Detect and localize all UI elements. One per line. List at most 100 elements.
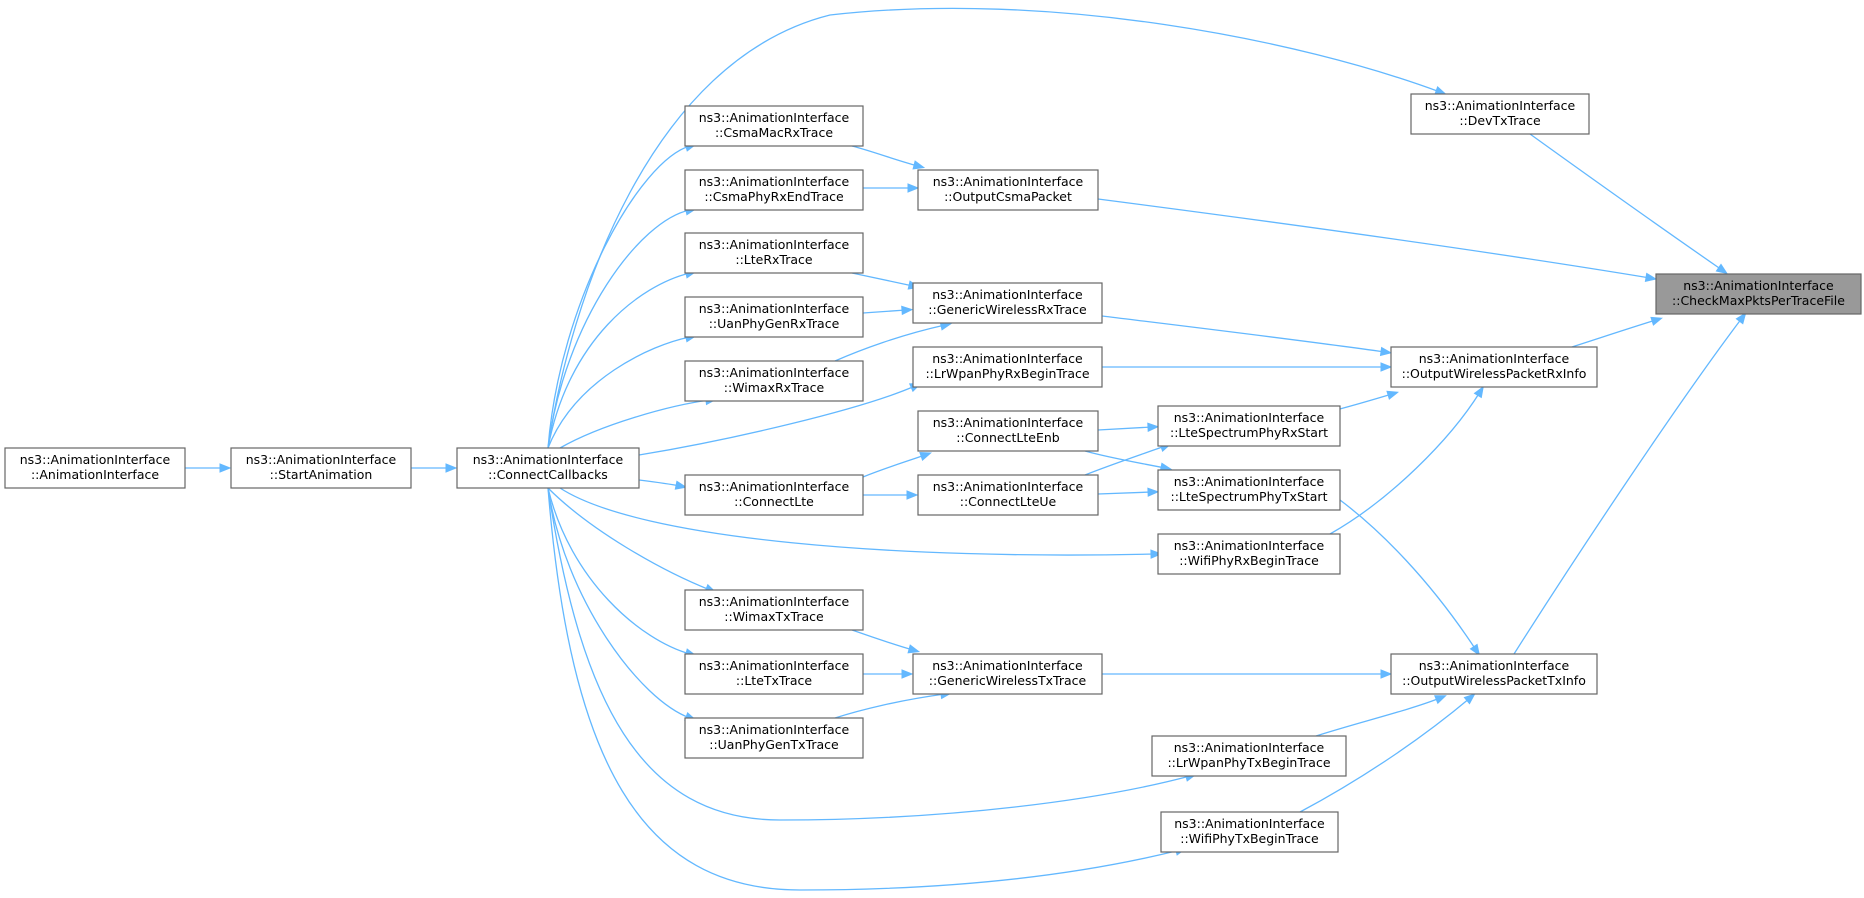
edge-line: [1571, 319, 1657, 348]
node-lrwtx[interactable]: ns3::AnimationInterface::LrWpanPhyTxBegi…: [1151, 735, 1347, 777]
arrowhead: [901, 669, 914, 679]
arrowhead: [1380, 362, 1393, 372]
edge-line: [1101, 315, 1386, 353]
node-method-label: ::WifiPhyTxBeginTrace: [1180, 831, 1319, 846]
edge-connectenb-to-ltespecrx: [1097, 422, 1160, 432]
node-wifitx[interactable]: ns3::AnimationInterface::WifiPhyTxBeginT…: [1160, 811, 1339, 853]
node-box: [4, 447, 186, 489]
node-outcsma[interactable]: ns3::AnimationInterface::OutputCsmaPacke…: [917, 169, 1099, 211]
arrowhead: [1147, 422, 1160, 432]
node-namespace-label: ns3::AnimationInterface: [933, 479, 1084, 494]
node-outrx[interactable]: ns3::AnimationInterface::OutputWirelessP…: [1390, 346, 1598, 388]
edge-ltespecrx-to-outrx: [1335, 390, 1399, 411]
arrowhead: [1715, 263, 1728, 275]
node-connectue[interactable]: ns3::AnimationInterface::ConnectLteUe: [917, 474, 1099, 516]
node-method-label: ::CsmaPhyRxEndTrace: [704, 189, 844, 204]
node-box: [1151, 735, 1347, 777]
edge-line: [547, 209, 691, 449]
node-box: [684, 296, 864, 338]
node-method-label: ::CsmaMacRxTrace: [715, 125, 833, 140]
arrowhead: [906, 490, 919, 500]
arrowhead: [445, 463, 458, 473]
edge-connectcb-to-connectlte: [638, 479, 688, 490]
node-method-label: ::CheckMaxPktsPerTraceFile: [1672, 293, 1845, 308]
edge-line: [547, 7, 1441, 449]
node-devtx[interactable]: ns3::AnimationInterface::DevTxTrace: [1410, 93, 1590, 135]
edge-line: [547, 487, 1191, 821]
node-ltetx[interactable]: ns3::AnimationInterface::LteTxTrace: [684, 653, 864, 695]
node-ltespecrx[interactable]: ns3::AnimationInterface::LteSpectrumPhyR…: [1157, 405, 1341, 447]
node-connectenb[interactable]: ns3::AnimationInterface::ConnectLteEnb: [917, 410, 1099, 452]
node-method-label: ::ConnectCallbacks: [488, 467, 608, 482]
node-start[interactable]: ns3::AnimationInterface::StartAnimation: [230, 447, 412, 489]
edge-connectcb-to-uantx: [547, 487, 697, 721]
node-box: [684, 589, 864, 631]
edge-line: [1513, 317, 1743, 655]
node-namespace-label: ns3::AnimationInterface: [1419, 658, 1570, 673]
edge-connectcb-to-wifirx: [559, 487, 1163, 559]
edge-connectcb-to-csmamac: [547, 142, 698, 449]
node-wifirx[interactable]: ns3::AnimationInterface::WifiPhyRxBeginT…: [1157, 533, 1341, 575]
node-method-label: ::ConnectLteEnb: [956, 430, 1059, 445]
node-namespace-label: ns3::AnimationInterface: [699, 237, 850, 252]
arrowhead: [1379, 346, 1393, 357]
node-namespace-label: ns3::AnimationInterface: [932, 658, 1083, 673]
edge-line: [547, 487, 691, 655]
node-connectcb[interactable]: ns3::AnimationInterface::ConnectCallback…: [456, 447, 640, 489]
node-method-label: ::ConnectLte: [734, 494, 814, 509]
node-namespace-label: ns3::AnimationInterface: [1174, 816, 1325, 831]
node-box: [684, 105, 864, 147]
edge-line: [851, 629, 914, 651]
node-outtx[interactable]: ns3::AnimationInterface::OutputWirelessP…: [1390, 653, 1598, 695]
node-lrwrx[interactable]: ns3::AnimationInterface::LrWpanPhyRxBegi…: [912, 346, 1103, 388]
arrowhead: [1644, 272, 1658, 282]
node-box: [1410, 93, 1590, 135]
node-method-label: ::GenericWirelessRxTrace: [928, 302, 1087, 317]
edge-start-to-connectcb: [411, 463, 458, 473]
node-ltespectx[interactable]: ns3::AnimationInterface::LteSpectrumPhyT…: [1157, 469, 1341, 511]
node-namespace-label: ns3::AnimationInterface: [1174, 410, 1325, 425]
node-ctor[interactable]: ns3::AnimationInterface::AnimationInterf…: [4, 447, 186, 489]
node-namespace-label: ns3::AnimationInterface: [932, 287, 1083, 302]
node-namespace-label: ns3::AnimationInterface: [932, 351, 1083, 366]
node-csmaphy[interactable]: ns3::AnimationInterface::CsmaPhyRxEndTra…: [684, 169, 864, 211]
node-method-label: ::ConnectLteUe: [960, 494, 1057, 509]
node-genrx[interactable]: ns3::AnimationInterface::GenericWireless…: [912, 282, 1103, 324]
node-wimaxtx[interactable]: ns3::AnimationInterface::WimaxTxTrace: [684, 589, 864, 631]
node-ltrx[interactable]: ns3::AnimationInterface::LteRxTrace: [684, 232, 864, 274]
edge-line: [547, 272, 691, 449]
edge-ctor-to-start: [185, 463, 232, 473]
edge-connectenb-to-ltespectx: [1084, 450, 1173, 472]
node-box: [1390, 346, 1598, 388]
node-box: [1157, 533, 1341, 575]
node-uantx[interactable]: ns3::AnimationInterface::UanPhyGenTxTrac…: [684, 717, 864, 759]
node-csmamac[interactable]: ns3::AnimationInterface::CsmaMacRxTrace: [684, 105, 864, 147]
edge-connectlte-to-connectenb: [862, 451, 932, 478]
node-method-label: ::LteRxTrace: [735, 252, 813, 267]
edge-line: [559, 399, 711, 449]
edge-uanrx-to-genrx: [862, 305, 914, 316]
edge-line: [1315, 697, 1441, 737]
edge-line: [547, 487, 1181, 891]
node-box: [917, 474, 1099, 516]
edge-line: [1084, 445, 1166, 476]
node-method-label: ::LteTxTrace: [736, 673, 812, 688]
node-connectlte[interactable]: ns3::AnimationInterface::ConnectLte: [684, 474, 864, 516]
node-box: [230, 447, 412, 489]
edge-lrwtx-to-outtx: [1315, 695, 1447, 737]
node-wimaxrx[interactable]: ns3::AnimationInterface::WimaxRxTrace: [684, 360, 864, 402]
node-method-label: ::WimaxTxTrace: [724, 609, 824, 624]
edge-wifitx-to-outtx: [1299, 693, 1476, 813]
node-gentx[interactable]: ns3::AnimationInterface::GenericWireless…: [912, 653, 1103, 695]
node-namespace-label: ns3::AnimationInterface: [699, 594, 850, 609]
edge-line: [547, 336, 691, 449]
node-method-label: ::DevTxTrace: [1459, 113, 1541, 128]
node-namespace-label: ns3::AnimationInterface: [699, 658, 850, 673]
node-method-label: ::GenericWirelessTxTrace: [929, 673, 1087, 688]
edge-ltrx-to-genrx: [851, 272, 921, 290]
edge-wimaxtx-to-gentx: [851, 629, 921, 654]
node-uanrx[interactable]: ns3::AnimationInterface::UanPhyGenRxTrac…: [684, 296, 864, 338]
edge-line: [547, 487, 711, 591]
edge-ltespectx-to-outtx: [1339, 499, 1481, 657]
edge-genrx-to-outrx: [1101, 315, 1393, 357]
